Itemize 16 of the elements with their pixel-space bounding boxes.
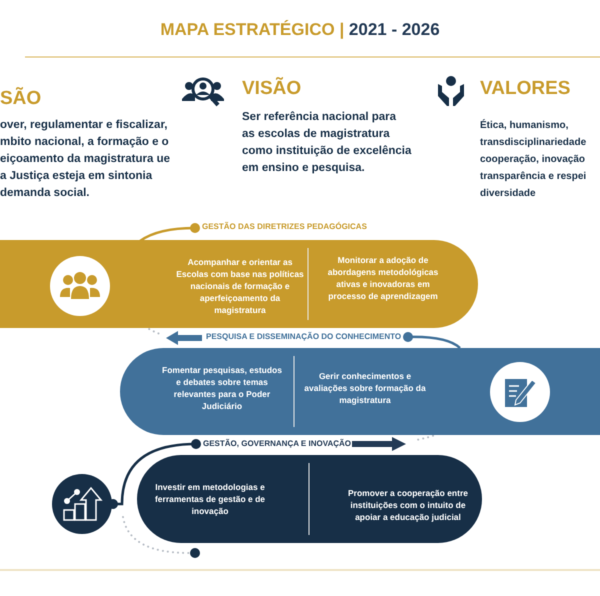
section-heading: SÃO <box>0 88 42 110</box>
objective-text: Monitorar a adoção de abordagens metodológicas ativas e inovadoras em processo de aprendizagem <box>326 254 440 302</box>
band-heading: GESTÃO DAS DIRETRIZES PEDAGÓGICAS <box>202 222 367 231</box>
band-heading: PESQUISA E DISSEMINAÇÃO DO CONHECIMENTO <box>206 332 402 341</box>
objective-text: Fomentar pesquisas, estudos e debates sobre temas relevantes para o Poder Judiciário <box>161 364 283 412</box>
section-heading: VISÃO <box>242 78 302 100</box>
objective-text: Gerir conhecimentos e avaliações sobre formação da magistratura <box>303 370 427 406</box>
objective-text: Acompanhar e orientar as Escolas com base nas políticas nacionais de formação e aperfeiçoamento da magistratura <box>176 256 304 316</box>
section-text: over, regulamentar e fiscalizar, mbito nacional, a formação e o eiçoamento da magistratura ue a Justiça esteja em sintonia demanda social. <box>0 118 170 201</box>
objective-text: Investir em metodologias e ferramentas de gestão e de inovação <box>154 481 266 517</box>
section-text: Ética, humanismo, transdisciplinariedade cooperação, inovação transparência e respei diversidade <box>480 118 588 201</box>
objective-text: Promover a cooperação entre instituições com o intuito de apoiar a educação judicial <box>348 487 468 523</box>
section-heading: VALORES <box>480 78 570 100</box>
title: MAPA ESTRATÉGICO | 2021 - 2026 <box>159 20 441 40</box>
section-text: Ser referência nacional para as escolas de magistratura como instituição de excelência em ensino e pesquisa. <box>242 110 412 176</box>
band-heading: GESTÃO, GOVERNANÇA E INOVAÇÃO <box>203 439 352 448</box>
